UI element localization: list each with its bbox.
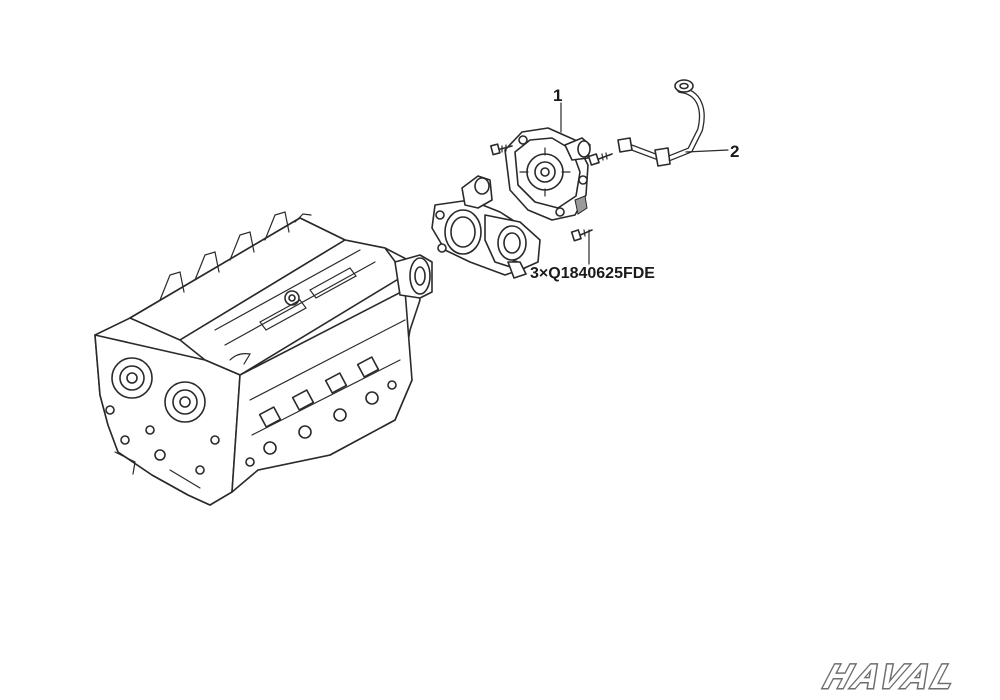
bolt-right <box>587 152 613 166</box>
cylinder-head <box>94 211 433 506</box>
callout-bolt-part-number: 3×Q1840625FDE <box>530 265 655 282</box>
leader-lines <box>560 102 729 265</box>
svg-text:HAVAL: HAVAL <box>820 658 964 694</box>
vacuum-pipe <box>617 79 705 167</box>
haval-logo: HAVAL HAVAL <box>820 658 966 694</box>
callout-part-2: 2 <box>730 142 740 161</box>
leader-part-2 <box>685 149 729 153</box>
vacuum-pump <box>504 127 591 221</box>
svg-text:HAVAL: HAVAL <box>820 658 964 694</box>
bolt-upper-left <box>490 143 513 156</box>
pump-adapter-housing <box>431 175 541 279</box>
bolt-lower <box>570 229 593 242</box>
callout-part-1: 1 <box>553 86 563 105</box>
